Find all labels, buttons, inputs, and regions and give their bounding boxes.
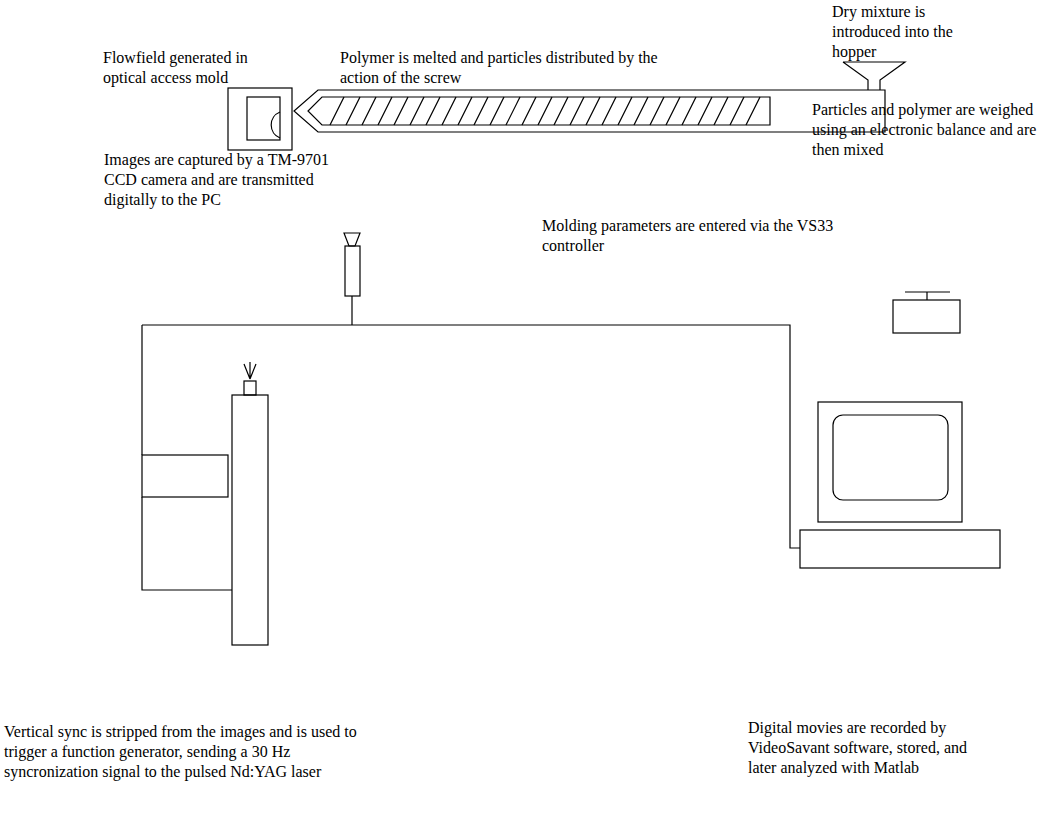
- thread-line: [394, 97, 408, 125]
- thread-line: [650, 97, 664, 125]
- thread-line: [490, 97, 504, 125]
- sync-wire: [142, 325, 232, 590]
- thread-line: [714, 97, 728, 125]
- laser-head: [244, 381, 256, 395]
- thread-line: [458, 97, 472, 125]
- screw: [308, 97, 770, 125]
- annotation-text: Vertical sync is stripped from the image…: [4, 722, 382, 782]
- annotation-text: Molding parameters are entered via the V…: [542, 216, 862, 256]
- thread-line: [682, 97, 696, 125]
- annotation-text: Particles and polymer are weighed using …: [812, 100, 1050, 160]
- thread-line: [346, 97, 360, 125]
- thread-line: [362, 97, 376, 125]
- thread-line: [330, 97, 344, 125]
- annotation-text: Dry mixture is introduced into the hoppe…: [832, 2, 982, 62]
- camera-body: [345, 246, 360, 296]
- thread-line: [554, 97, 568, 125]
- thread-line: [538, 97, 552, 125]
- function-generator: [142, 455, 228, 497]
- thread-line: [442, 97, 456, 125]
- annotation-text: Polymer is melted and particles distribu…: [340, 48, 680, 88]
- monitor: [818, 402, 962, 522]
- balance-pan: [905, 292, 950, 300]
- signal-wire: [142, 296, 800, 548]
- thread-line: [746, 97, 760, 125]
- laser-beam: [244, 362, 256, 379]
- thread-line: [666, 97, 680, 125]
- mold-cavity: [247, 97, 280, 140]
- hopper: [843, 62, 905, 90]
- thread-line: [570, 97, 584, 125]
- computer-base: [800, 530, 1000, 568]
- thread-line: [618, 97, 632, 125]
- balance: [893, 300, 960, 333]
- thread-line: [698, 97, 712, 125]
- thread-line: [602, 97, 616, 125]
- optical-mold: [228, 88, 292, 150]
- mold-arc: [271, 112, 280, 138]
- barrel: [294, 90, 885, 132]
- thread-line: [378, 97, 392, 125]
- thread-line: [506, 97, 520, 125]
- annotation-text: Images are captured by a TM-9701 CCD cam…: [104, 150, 342, 210]
- thread-line: [522, 97, 536, 125]
- thread-line: [634, 97, 648, 125]
- screw-threads: [330, 97, 760, 125]
- annotation-text: Digital movies are recorded by VideoSava…: [748, 718, 973, 778]
- monitor-screen: [833, 415, 948, 500]
- thread-line: [474, 97, 488, 125]
- thread-line: [426, 97, 440, 125]
- thread-line: [410, 97, 424, 125]
- thread-line: [586, 97, 600, 125]
- annotation-text: Flowfield generated in optical access mo…: [103, 48, 278, 88]
- laser-body: [232, 395, 268, 645]
- thread-line: [730, 97, 744, 125]
- camera-lens: [344, 233, 360, 246]
